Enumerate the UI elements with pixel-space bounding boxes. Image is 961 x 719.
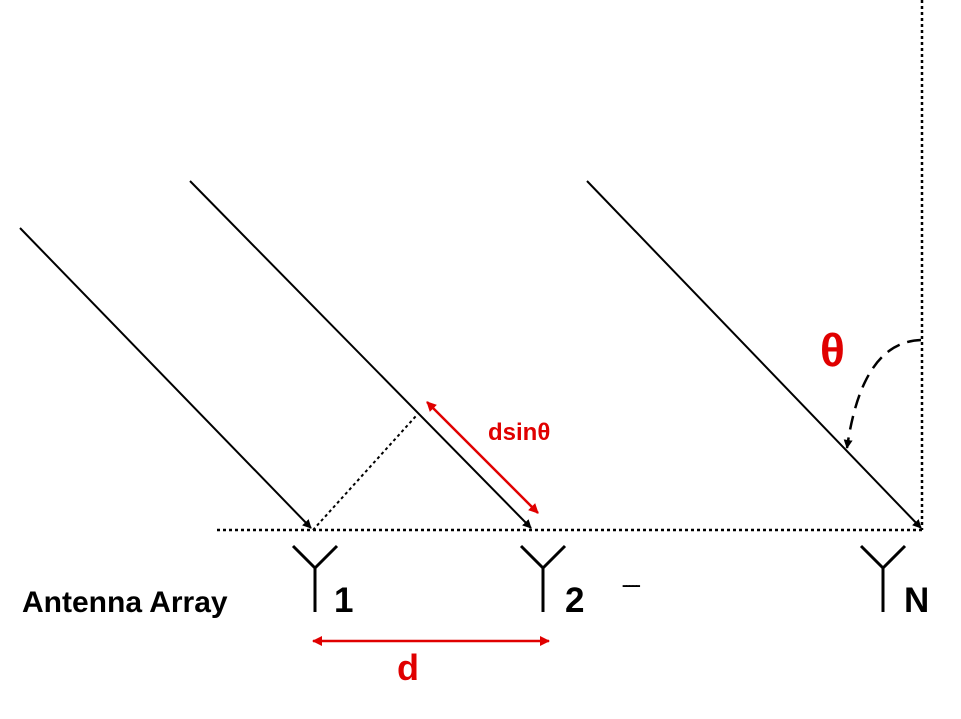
antenna-n-label: N <box>904 581 929 620</box>
antenna-array-label: Antenna Array <box>22 586 228 619</box>
incoming-ray-2 <box>189 180 532 529</box>
incoming-ray-1 <box>19 227 312 529</box>
antenna-1-label: 1 <box>334 581 353 620</box>
antenna-2-icon <box>519 544 567 612</box>
path-difference-label: dsinθ <box>488 419 550 446</box>
incoming-ray-n <box>586 180 922 529</box>
antenna-ellipsis: ----- <box>622 577 640 594</box>
antenna-n-icon <box>859 544 907 612</box>
spacing-label: d <box>397 647 419 688</box>
antenna-1-icon <box>291 544 339 612</box>
wavefront-projection-line <box>312 415 417 531</box>
angle-label: θ <box>820 324 845 376</box>
angle-arc <box>843 338 922 449</box>
antenna-2-label: 2 <box>565 581 584 620</box>
path-difference-arrow <box>426 401 539 514</box>
